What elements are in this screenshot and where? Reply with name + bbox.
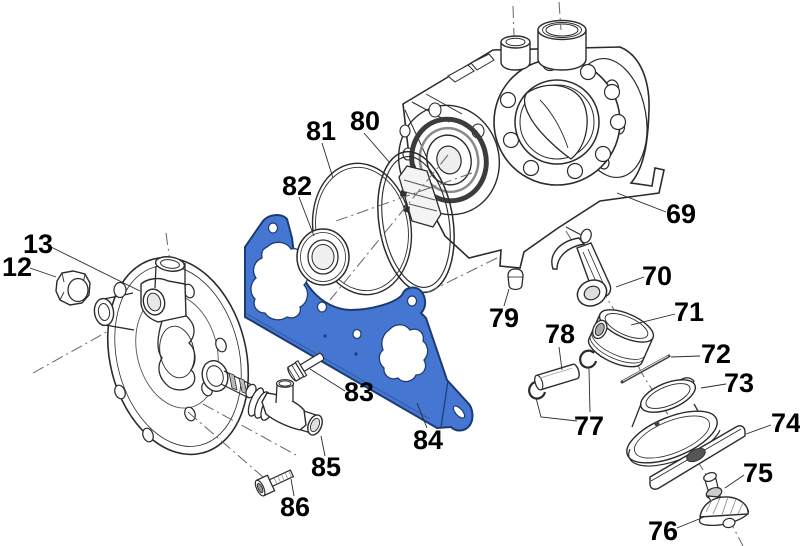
bolt-hole xyxy=(579,63,597,81)
leader-83 xyxy=(309,368,346,392)
part-13-flange-cover xyxy=(93,256,257,456)
leader-77 xyxy=(535,368,591,422)
bracket-hole xyxy=(316,301,328,313)
callout-73: 73 xyxy=(724,368,754,398)
bracket-tab-hole xyxy=(406,295,418,307)
part-86-screw xyxy=(254,469,295,497)
centerline-bore-axis xyxy=(335,172,473,222)
bolt-hole xyxy=(114,384,126,400)
callout-82: 82 xyxy=(282,171,312,201)
leader-69 xyxy=(616,192,667,213)
part-70-connecting-rod xyxy=(551,237,612,307)
callout-72: 72 xyxy=(701,339,731,369)
callout-86: 86 xyxy=(280,492,310,522)
part-84-bracket xyxy=(244,214,474,432)
leader-79 xyxy=(503,288,510,307)
bracket-cutout-right xyxy=(378,324,429,383)
callout-75: 75 xyxy=(743,458,773,488)
leader-80 xyxy=(363,132,391,164)
part-83-bolt xyxy=(287,352,325,382)
callout-77: 77 xyxy=(574,411,604,441)
callout-69: 69 xyxy=(666,199,696,229)
bolt-hole xyxy=(566,162,584,180)
bolt-hole xyxy=(603,83,621,101)
bolt-hole xyxy=(522,159,540,177)
callout-74: 74 xyxy=(771,408,800,438)
leader-78 xyxy=(558,346,563,371)
bolt-hole xyxy=(142,427,154,443)
part-73-guide-cup xyxy=(626,377,721,467)
leader-75 xyxy=(724,474,745,489)
part-82-seal xyxy=(296,228,350,286)
centerline-port-left xyxy=(512,5,515,37)
bolt-hole xyxy=(215,337,227,353)
leader-73 xyxy=(700,383,727,389)
centerline-port-to-screw xyxy=(187,403,297,478)
bracket-tab-hole xyxy=(267,222,279,234)
leader-82 xyxy=(298,196,315,237)
leader-72 xyxy=(670,355,701,358)
crankcase-port-left xyxy=(500,35,531,71)
callout-76: 76 xyxy=(648,516,678,546)
bolt-hole xyxy=(594,145,612,163)
leader-74 xyxy=(745,424,772,435)
centerline-bracket-hole-left xyxy=(329,154,449,301)
leader-13 xyxy=(50,246,141,292)
callout-71: 71 xyxy=(674,297,704,327)
part-72-rod xyxy=(620,354,671,384)
part-12-plug xyxy=(55,270,91,306)
leader-12 xyxy=(29,267,57,278)
callout-13: 13 xyxy=(23,229,53,259)
callout-84: 84 xyxy=(413,425,443,455)
callout-70: 70 xyxy=(642,261,672,291)
leader-84 xyxy=(416,402,428,429)
part-74-plate xyxy=(649,425,746,490)
flange-cam-opening xyxy=(157,311,196,391)
leader-76 xyxy=(676,516,705,529)
callout-85: 85 xyxy=(311,452,341,482)
part-76-cap xyxy=(698,496,750,529)
callout-81: 81 xyxy=(306,116,336,146)
leader-81 xyxy=(321,142,334,179)
bracket-hole xyxy=(352,328,362,340)
callout-78: 78 xyxy=(545,319,575,349)
leader-70 xyxy=(615,276,645,288)
part-71-piston xyxy=(587,309,655,368)
part-85-valve xyxy=(247,379,323,436)
bracket-slot xyxy=(452,405,466,419)
callout-83: 83 xyxy=(344,377,374,407)
part-78-pin xyxy=(534,363,580,391)
centerline-bracket-hole-right xyxy=(405,257,498,304)
crankcase-port-right xyxy=(537,19,587,71)
bolt-hole xyxy=(499,91,517,109)
bolt-hole xyxy=(609,113,627,131)
centerline-left-port-axis xyxy=(32,328,113,374)
leader-86 xyxy=(290,478,295,497)
callout-12: 12 xyxy=(2,252,32,282)
leader-85 xyxy=(320,435,326,457)
callout-79: 79 xyxy=(489,303,519,333)
leader-71 xyxy=(630,313,676,326)
callout-80: 80 xyxy=(350,106,380,136)
part-69-crankcase xyxy=(397,19,665,269)
part-79-plug xyxy=(507,268,524,291)
leader-lines xyxy=(29,132,772,529)
centerline-port-right xyxy=(558,1,562,31)
